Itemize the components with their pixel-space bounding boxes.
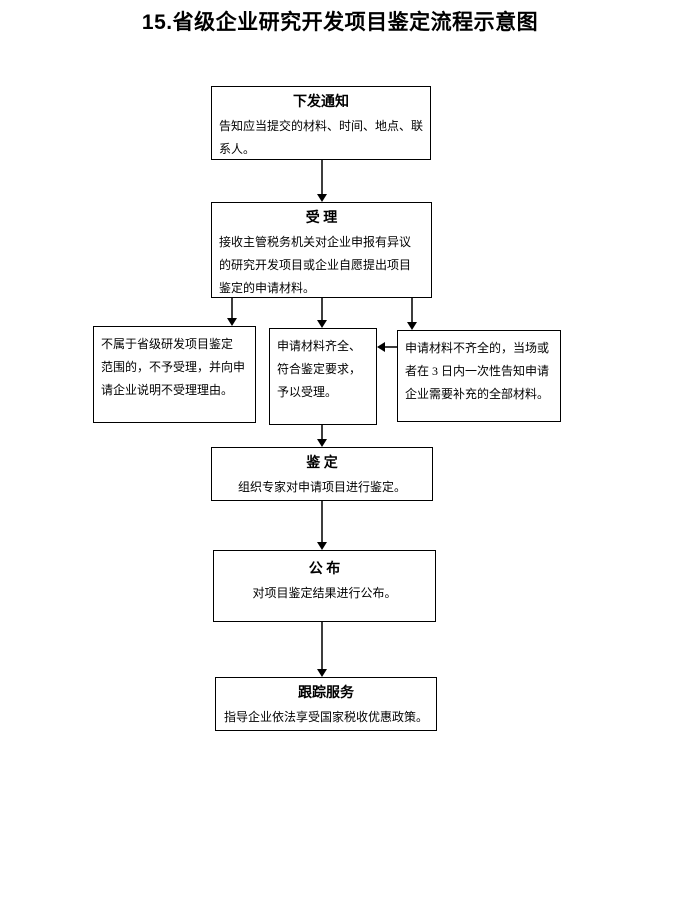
arrowhead-left-icon [377,342,385,352]
arrowhead-down-icon [407,322,417,330]
arrow-complete-to-appraise-icon [317,425,327,447]
arrowhead-down-icon [317,194,327,202]
node-notify: 下发通知 告知应当提交的材料、时间、地点、联 系人。 [211,86,431,160]
node-followup-title: 跟踪服务 [298,686,354,701]
arrowhead-down-icon [317,669,327,677]
node-reject-body: 不属于省级研发项目鉴定 范围的，不予受理，并向申 请企业说明不受理理由。 [101,337,246,397]
node-accept-body: 接收主管税务机关对企业申报有异议 的研究开发项目或企业自愿提出项目 鉴定的申请材… [219,235,412,295]
arrowhead-down-icon [317,542,327,550]
node-accept-title: 受 理 [305,211,338,226]
arrow-line [321,622,323,670]
arrowhead-down-icon [317,320,327,328]
arrow-appraise-to-publish-icon [317,501,327,550]
node-incomplete: 申请材料不齐全的，当场或 者在 3 日内一次性告知申请 企业需要补充的全部材料。 [397,330,561,422]
node-complete: 申请材料齐全、 符合鉴定要求， 予以受理。 [269,328,377,425]
page-title: 15.省级企业研究开发项目鉴定流程示意图 [141,11,539,34]
arrow-line [321,501,323,543]
node-appraise-body: 组织专家对申请项目进行鉴定。 [237,480,406,494]
arrow-line [321,298,323,321]
arrow-line [231,298,233,319]
arrow-publish-to-followup-icon [317,622,327,677]
arrowhead-down-icon [227,318,237,326]
arrow-line [321,425,323,440]
node-incomplete-body: 申请材料不齐全的，当场或 者在 3 日内一次性告知申请 企业需要补充的全部材料。 [405,341,550,401]
node-complete-body: 申请材料齐全、 符合鉴定要求， 予以受理。 [277,339,362,399]
node-notify-title: 下发通知 [293,95,349,110]
arrowhead-down-icon [317,439,327,447]
node-followup-body: 指导企业依法享受国家税收优惠政策。 [223,710,428,724]
arrow-accept-to-reject-icon [227,298,237,326]
arrow-notify-to-accept-icon [317,160,327,202]
arrow-line [384,346,397,348]
arrow-line [321,160,323,195]
node-publish-title: 公 布 [308,562,341,577]
node-notify-body: 告知应当提交的材料、时间、地点、联 系人。 [219,119,424,156]
arrow-accept-to-complete-icon [317,298,327,328]
node-appraise: 鉴 定 组织专家对申请项目进行鉴定。 [211,447,433,501]
arrow-incomplete-to-complete-icon [377,342,397,352]
arrow-line [411,298,413,323]
node-followup: 跟踪服务 指导企业依法享受国家税收优惠政策。 [215,677,437,731]
node-publish: 公 布 对项目鉴定结果进行公布。 [213,550,436,622]
node-appraise-title: 鉴 定 [306,456,338,471]
arrow-accept-to-incomplete-icon [407,298,417,330]
node-accept: 受 理 接收主管税务机关对企业申报有异议 的研究开发项目或企业自愿提出项目 鉴定… [211,202,432,298]
node-reject: 不属于省级研发项目鉴定 范围的，不予受理，并向申 请企业说明不受理理由。 [93,326,256,423]
node-publish-body: 对项目鉴定结果进行公布。 [252,586,397,600]
